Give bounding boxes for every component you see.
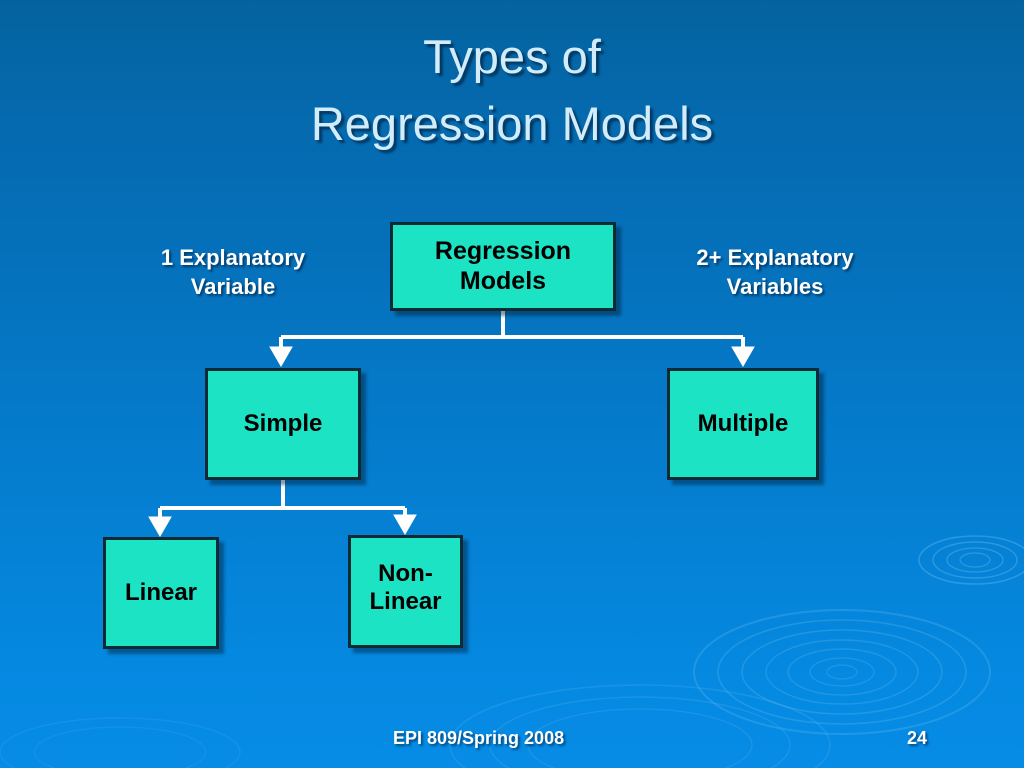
node-multiple[interactable]: Multiple [667, 368, 819, 480]
node-non-linear[interactable]: Non- Linear [348, 535, 463, 648]
node-regression-models[interactable]: Regression Models [390, 222, 616, 311]
slide-title: Types of Regression Models [310, 30, 714, 150]
node-linear[interactable]: Linear [103, 537, 219, 649]
label-two-plus-explanatory-variables: 2+ Explanatory Variables [696, 245, 854, 300]
footer-course-label: EPI 809/Spring 2008 [393, 728, 565, 748]
label-one-explanatory-variable: 1 Explanatory Variable [160, 245, 306, 300]
node-simple[interactable]: Simple [205, 368, 361, 480]
footer-page-number: 24 [907, 728, 928, 748]
